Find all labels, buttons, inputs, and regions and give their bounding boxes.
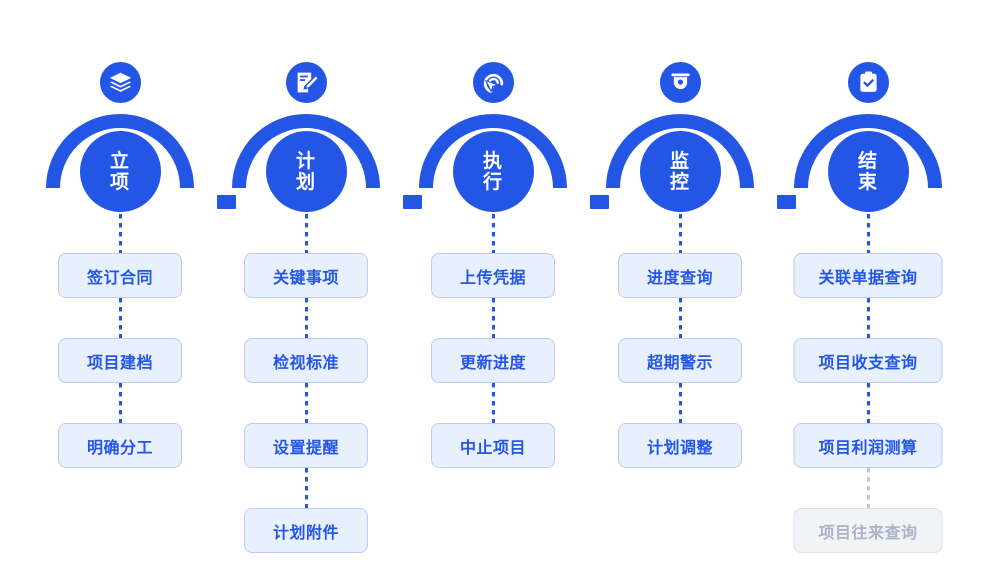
- task-connector: [866, 468, 870, 508]
- stage-label: 立项: [109, 150, 130, 193]
- task-box[interactable]: 项目利润测算: [793, 423, 943, 468]
- stage-link-dash: [217, 195, 236, 209]
- task-box[interactable]: 检视标准: [244, 338, 368, 383]
- stage-stem-connector: [118, 214, 122, 253]
- layers-icon: [95, 58, 145, 107]
- stage-label: 监控: [669, 150, 690, 193]
- stage-stage-plan[interactable]: 计划关键事项检视标准设置提醒计划附件: [211, 0, 401, 579]
- task-box: 项目往来查询: [793, 508, 943, 553]
- stage-label: 计划: [295, 150, 316, 193]
- stage-stem-connector: [304, 214, 308, 253]
- cursor-target-icon: [468, 58, 518, 107]
- task-connector: [866, 383, 870, 423]
- stage-label: 结束: [857, 150, 878, 193]
- stage-stem-connector: [491, 214, 495, 253]
- task-box[interactable]: 项目收支查询: [793, 338, 943, 383]
- task-box[interactable]: 计划附件: [244, 508, 368, 553]
- task-box[interactable]: 明确分工: [58, 423, 182, 468]
- task-box[interactable]: 关联单据查询: [793, 253, 943, 298]
- task-connector: [491, 298, 495, 338]
- security-camera-icon: [655, 58, 705, 107]
- task-box[interactable]: 进度查询: [618, 253, 742, 298]
- stage-link-dash: [403, 195, 422, 209]
- task-box[interactable]: 超期警示: [618, 338, 742, 383]
- stage-stem-connector: [678, 214, 682, 253]
- task-connector: [491, 383, 495, 423]
- stage-circle[interactable]: 结束: [827, 131, 909, 212]
- task-connector: [118, 298, 122, 338]
- stage-stage-close[interactable]: 结束关联单据查询项目收支查询项目利润测算项目往来查询: [773, 0, 963, 579]
- document-edit-icon: [281, 58, 331, 107]
- task-box[interactable]: 项目建档: [58, 338, 182, 383]
- task-box[interactable]: 上传凭据: [431, 253, 555, 298]
- stage-link-dash: [777, 195, 796, 209]
- task-connector: [678, 298, 682, 338]
- task-connector: [678, 383, 682, 423]
- stage-stage-execute[interactable]: 执行上传凭据更新进度中止项目: [398, 0, 588, 579]
- task-box[interactable]: 更新进度: [431, 338, 555, 383]
- stage-link-dash: [590, 195, 609, 209]
- task-box[interactable]: 关键事项: [244, 253, 368, 298]
- stage-stem-connector: [866, 214, 870, 253]
- task-connector: [304, 468, 308, 508]
- task-connector: [304, 298, 308, 338]
- task-connector: [866, 298, 870, 338]
- clipboard-check-icon: [843, 58, 893, 107]
- stage-label: 执行: [482, 150, 503, 193]
- task-connector: [118, 383, 122, 423]
- stage-stage-initiation[interactable]: 立项签订合同项目建档明确分工: [25, 0, 215, 579]
- task-box[interactable]: 签订合同: [58, 253, 182, 298]
- stage-circle[interactable]: 执行: [452, 131, 534, 212]
- task-box[interactable]: 计划调整: [618, 423, 742, 468]
- stage-circle[interactable]: 监控: [639, 131, 721, 212]
- stage-circle[interactable]: 立项: [79, 131, 161, 212]
- stage-circle[interactable]: 计划: [265, 131, 347, 212]
- stage-stage-monitor[interactable]: 监控进度查询超期警示计划调整: [585, 0, 775, 579]
- task-box[interactable]: 设置提醒: [244, 423, 368, 468]
- task-connector: [304, 383, 308, 423]
- task-box[interactable]: 中止项目: [431, 423, 555, 468]
